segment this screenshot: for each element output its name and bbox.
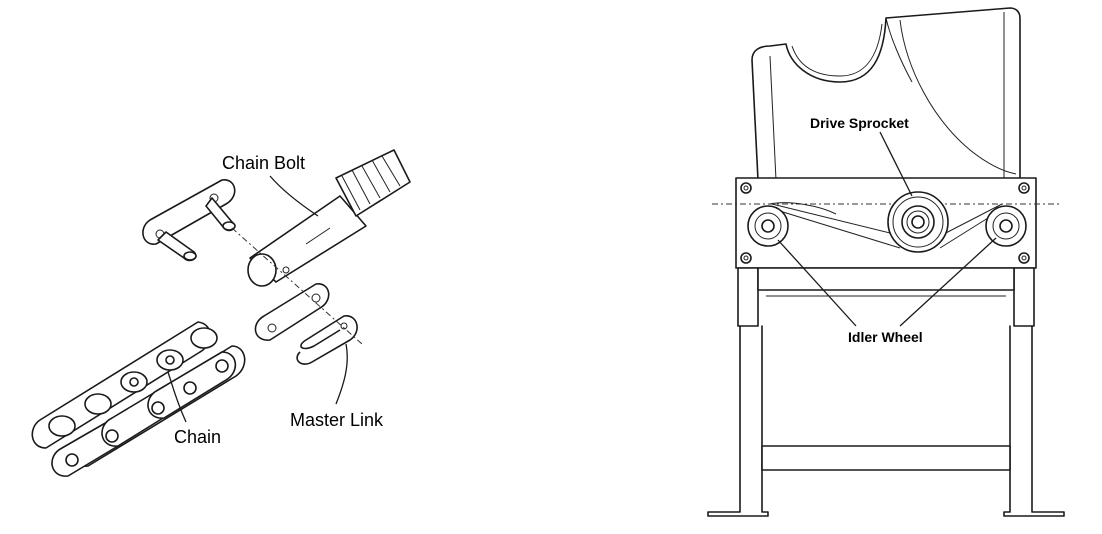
drive-chain-path [769, 202, 1005, 249]
right-idler-wheel [985, 205, 1027, 247]
motor-housing [751, 7, 1021, 181]
roller-chain [31, 321, 246, 477]
left-idler-wheel [747, 205, 789, 247]
mounting-bolts [740, 182, 1030, 264]
chain-bolt-leader [269, 175, 319, 217]
chain-leader [167, 371, 187, 423]
drive-sprocket [887, 191, 949, 253]
chain-assembly-diagram: Chain Bolt Chain Master Link [31, 149, 411, 477]
idler-wheel-leader-right [899, 237, 997, 327]
chain-bolt [247, 149, 411, 287]
idler-wheel-label: Idler Wheel [848, 329, 923, 345]
connecting-link [142, 179, 236, 262]
master-link-leader [335, 343, 348, 405]
drive-sprocket-label: Drive Sprocket [810, 115, 909, 131]
drive-sprocket-leader [879, 131, 913, 197]
idler-wheel-leader-left [777, 239, 857, 327]
chain-label: Chain [174, 427, 221, 447]
master-link-label: Master Link [290, 410, 384, 430]
drive-unit-diagram: Drive Sprocket Idler Wheel [707, 7, 1065, 517]
master-link-clip [296, 315, 358, 365]
chain-bolt-label: Chain Bolt [222, 153, 305, 173]
chain-pins [65, 355, 229, 467]
side-plate [254, 283, 330, 341]
bolt-threads [341, 155, 401, 211]
chain-rollers [48, 327, 218, 437]
assembly-centerline [231, 227, 363, 345]
support-frame [707, 267, 1065, 517]
